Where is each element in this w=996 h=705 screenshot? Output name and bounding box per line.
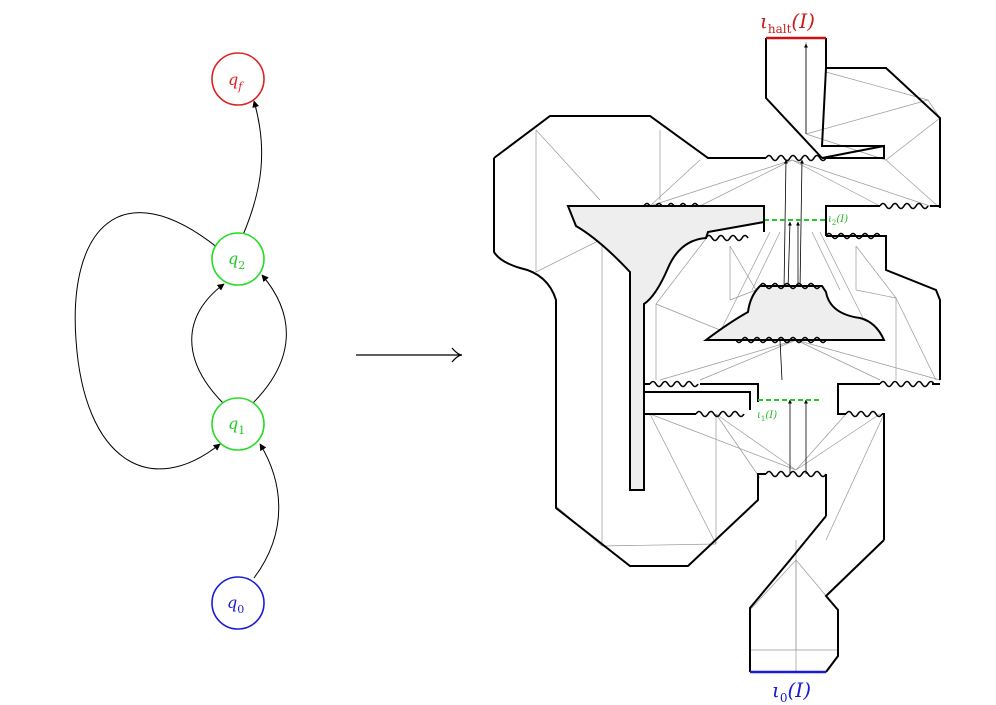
mound-wave-bottom bbox=[735, 336, 827, 344]
label-mid1: ι1(I) bbox=[757, 410, 777, 423]
gadget bbox=[493, 36, 941, 674]
wavy-lower-left bbox=[649, 380, 699, 388]
outline-halt-corridor bbox=[765, 38, 941, 208]
state-qf: qf bbox=[211, 52, 265, 106]
label-start: ι0(I) bbox=[772, 678, 811, 705]
center-box bbox=[763, 222, 941, 380]
triangulation-lines bbox=[535, 42, 941, 672]
edge-q2-q1-loop bbox=[74, 212, 221, 470]
wavy-lower-right-arm bbox=[845, 410, 883, 418]
t-gadget-wave bbox=[705, 234, 749, 242]
edge-q2-qf bbox=[242, 100, 263, 236]
svg-text:q1: q1 bbox=[228, 414, 245, 437]
lower-t-bar bbox=[644, 391, 751, 415]
lower-right-arm bbox=[837, 402, 885, 540]
label-mid2: ι2(I) bbox=[828, 214, 848, 227]
outline-left-region bbox=[493, 115, 885, 567]
lower-shelf bbox=[644, 383, 940, 402]
wavy-lower-right bbox=[879, 380, 935, 388]
edge-q1-q2-right bbox=[251, 274, 287, 405]
state-q2: q2 bbox=[211, 232, 265, 286]
t-gadget bbox=[566, 205, 765, 491]
svg-text:q2: q2 bbox=[228, 249, 245, 272]
wavy-top bbox=[765, 154, 827, 162]
state-q0: q0 bbox=[211, 576, 265, 630]
mound-gadget bbox=[702, 285, 886, 341]
mound-wave-top bbox=[759, 282, 821, 290]
svg-text:q0: q0 bbox=[227, 593, 244, 616]
state-q1: q1 bbox=[211, 397, 265, 451]
svg-text:qf: qf bbox=[228, 70, 244, 93]
mapping-arrow-head bbox=[451, 347, 463, 363]
corridor-arrows bbox=[779, 43, 808, 474]
automaton: qf q2 q1 q0 bbox=[74, 52, 287, 630]
top-bar bbox=[820, 67, 884, 147]
edge-q0-q1 bbox=[253, 443, 280, 579]
label-halt: ιhalt(I) bbox=[760, 9, 815, 36]
wavy-upper-right bbox=[879, 202, 929, 210]
outline-start-corridor bbox=[749, 515, 885, 673]
wavy-center-top-right bbox=[825, 232, 881, 240]
wavy-lower-entry bbox=[765, 470, 827, 478]
edge-q1-q2-left bbox=[191, 283, 225, 405]
wavy-lower-t bbox=[695, 410, 745, 418]
